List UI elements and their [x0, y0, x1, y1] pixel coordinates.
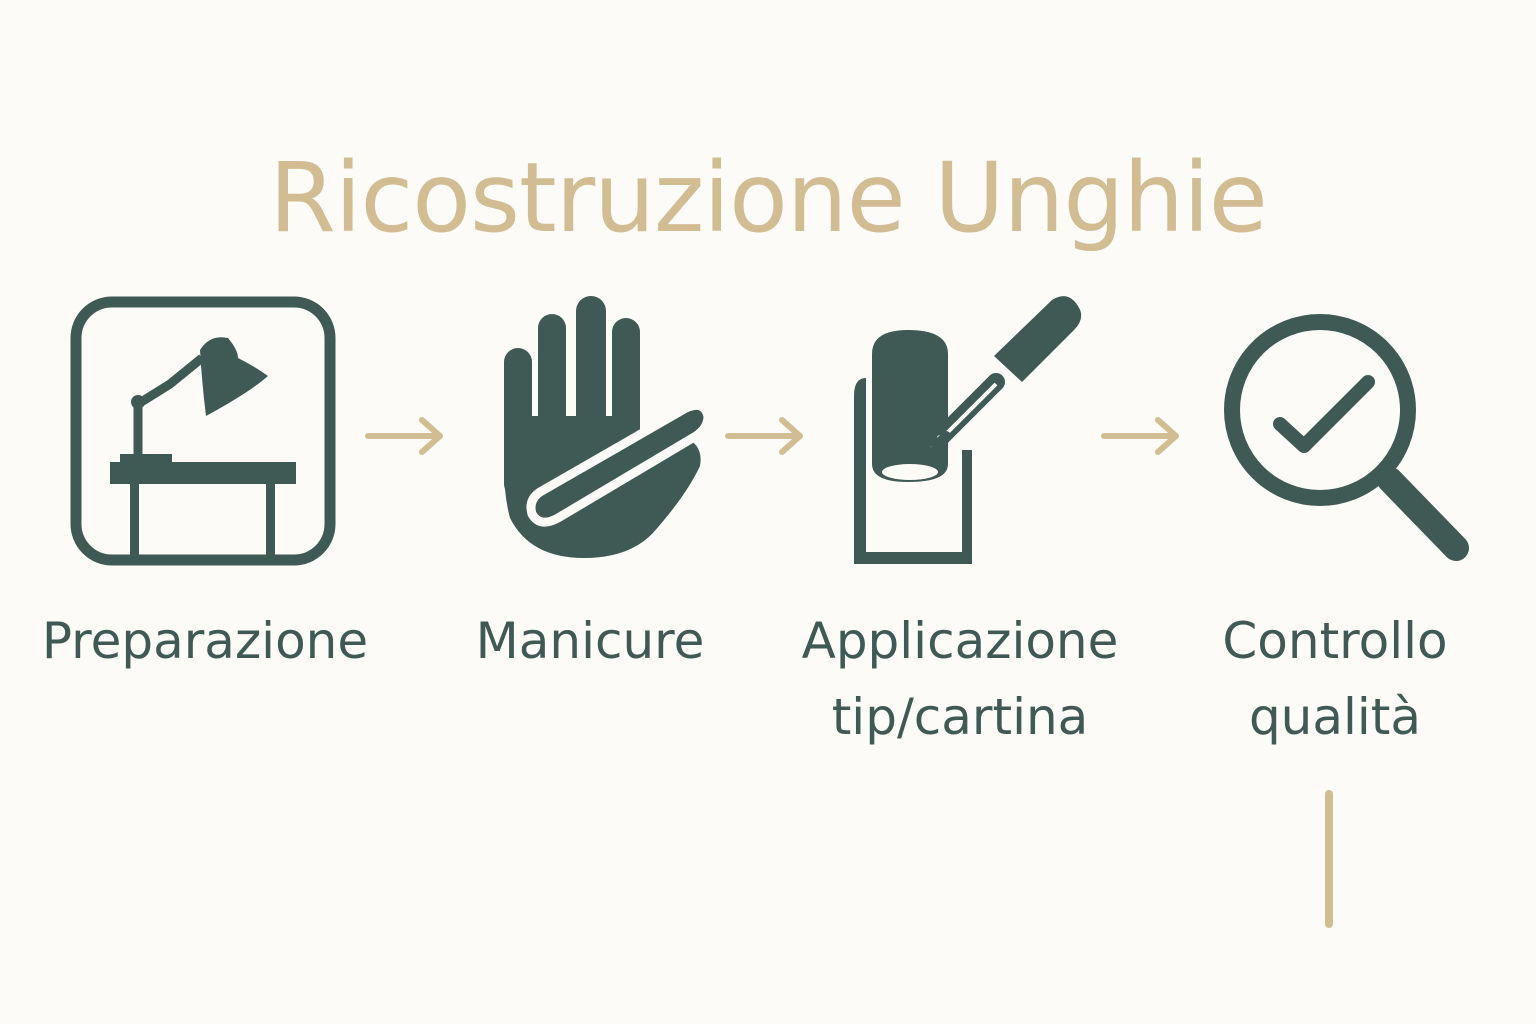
step-label-applicazione: Applicazione tip/cartina	[760, 603, 1160, 755]
desk-lamp-icon	[70, 296, 336, 566]
magnifier-check-icon	[1222, 310, 1470, 566]
diagram-title: Ricostruzione Unghie	[269, 142, 1268, 255]
step-label-line: tip/cartina	[831, 688, 1089, 746]
arrow-right-icon	[1101, 417, 1179, 455]
step-label-manicure: Manicure	[475, 612, 705, 670]
step-label-preparazione: Preparazione	[41, 612, 369, 670]
arrow-right-icon	[725, 417, 803, 455]
connector-line	[1325, 790, 1333, 928]
step-label-line: Controllo	[1222, 612, 1448, 670]
nail-polish-brush-icon	[846, 296, 1086, 566]
arrow-right-icon	[365, 417, 443, 455]
step-label-line: qualità	[1248, 688, 1422, 746]
step-label-controllo-qualita: Controllo qualità	[1180, 603, 1490, 755]
hand-nail-file-icon	[500, 296, 712, 566]
step-label-line: Applicazione	[801, 612, 1119, 670]
